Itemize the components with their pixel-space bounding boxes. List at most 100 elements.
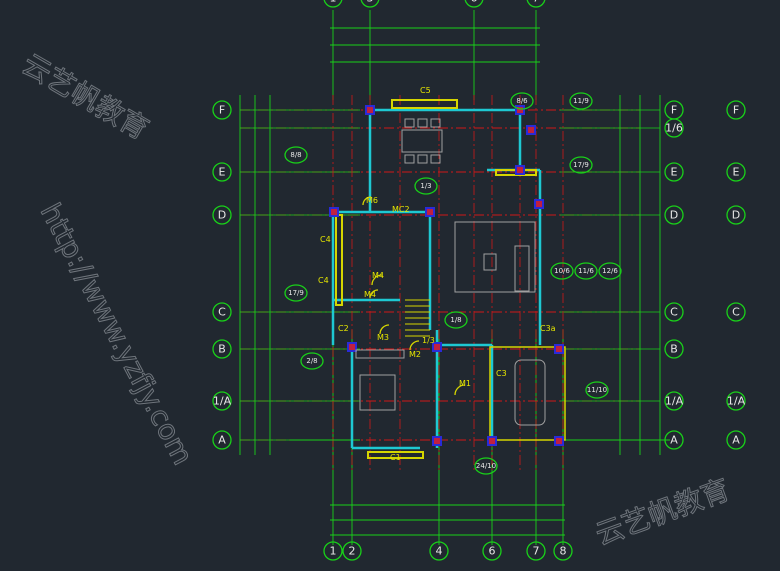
axis-row-left-bubble bbox=[212, 391, 232, 411]
detail-callout bbox=[414, 177, 438, 195]
axis-bottom-bubble bbox=[429, 541, 449, 561]
axis-row-left-label: D bbox=[218, 209, 226, 222]
door-swing bbox=[371, 274, 383, 286]
axis-top-bubble bbox=[464, 0, 484, 8]
dining-chair bbox=[417, 118, 428, 128]
detail-callout-label: 2/8 bbox=[306, 357, 317, 365]
opening-label-M4: M4 bbox=[372, 271, 384, 280]
detail-callout-label: 8/6 bbox=[516, 97, 528, 105]
axis-row-far-right-bubble bbox=[726, 302, 746, 322]
detail-callout bbox=[574, 262, 598, 280]
living-area-outline bbox=[454, 221, 536, 293]
axis-row-far-right-bubble bbox=[726, 162, 746, 182]
axis-row-left-bubble bbox=[212, 205, 232, 225]
window bbox=[391, 99, 458, 109]
opening-label-M6: M6 bbox=[366, 196, 378, 205]
axis-row-right-label: F bbox=[671, 104, 677, 117]
axis-row-right-label: 1/6 bbox=[665, 122, 683, 135]
structural-column bbox=[425, 207, 435, 217]
dining-chair bbox=[430, 154, 441, 164]
axis-row-left-bubble bbox=[212, 100, 232, 120]
axis-row-right-label: E bbox=[671, 166, 678, 179]
structural-column bbox=[515, 165, 525, 175]
axis-row-right-label: 1/A bbox=[665, 395, 684, 408]
axis-row-right-bubble bbox=[664, 205, 684, 225]
axis-row-left-label: C bbox=[218, 306, 226, 319]
axis-top-label: 7 bbox=[533, 0, 540, 5]
detail-callout-label: 17/9 bbox=[288, 289, 304, 297]
opening-label-C3a: C3a bbox=[540, 324, 556, 333]
opening-label-C2: C2 bbox=[338, 324, 349, 333]
axis-row-far-right-label: 1/A bbox=[727, 395, 746, 408]
axis-row-right-label: D bbox=[670, 209, 678, 222]
axis-bottom-label: 1 bbox=[330, 545, 337, 558]
dining-table bbox=[401, 129, 443, 153]
garage-outline bbox=[489, 346, 566, 441]
detail-callout bbox=[585, 381, 609, 399]
coffee-table bbox=[483, 253, 497, 271]
opening-label-C3: C3 bbox=[496, 369, 507, 378]
detail-callout-label: 1/8 bbox=[450, 316, 461, 324]
dining-chair bbox=[404, 154, 415, 164]
axis-row-right-label: A bbox=[670, 434, 678, 447]
axis-top-label: 3 bbox=[367, 0, 374, 5]
axis-row-far-right-label: D bbox=[732, 209, 740, 222]
dining-chair bbox=[404, 118, 415, 128]
structural-column bbox=[432, 436, 442, 446]
detail-callout bbox=[569, 92, 593, 110]
axis-row-left-label: F bbox=[219, 104, 225, 117]
axis-row-far-right-bubble bbox=[726, 391, 746, 411]
detail-callout-label: 17/9 bbox=[573, 161, 589, 169]
axis-row-right-bubble bbox=[664, 302, 684, 322]
axis-row-right-bubble bbox=[664, 162, 684, 182]
window bbox=[335, 214, 343, 306]
detail-callout bbox=[284, 146, 308, 164]
watermark-brand: 云艺帆教育 bbox=[17, 47, 155, 146]
axis-row-far-right-bubble bbox=[726, 430, 746, 450]
detail-callout bbox=[284, 284, 308, 302]
opening-label-1/3: 1/3 bbox=[422, 336, 435, 345]
axis-top-bubble bbox=[360, 0, 380, 8]
detail-callout-label: 8/8 bbox=[290, 151, 301, 159]
detail-callout bbox=[444, 311, 468, 329]
detail-callout bbox=[474, 457, 498, 475]
detail-callout-label: 11/6 bbox=[578, 267, 594, 275]
axis-row-far-right-label: A bbox=[732, 434, 740, 447]
structural-column bbox=[554, 344, 564, 354]
axis-bottom-label: 6 bbox=[489, 545, 496, 558]
detail-callout bbox=[300, 352, 324, 370]
door-swing bbox=[409, 340, 420, 351]
axis-top-label: 1 bbox=[330, 0, 337, 5]
detail-callout-label: 12/6 bbox=[602, 267, 618, 275]
axis-top-label: 6 bbox=[471, 0, 478, 5]
axis-bottom-bubble bbox=[342, 541, 362, 561]
detail-callout bbox=[550, 262, 574, 280]
structural-column bbox=[432, 342, 442, 352]
axis-bottom-bubble bbox=[553, 541, 573, 561]
axis-row-left-bubble bbox=[212, 339, 232, 359]
structural-column bbox=[487, 436, 497, 446]
sofa bbox=[514, 245, 530, 292]
door-swing bbox=[369, 289, 379, 299]
axis-top-bubble bbox=[526, 0, 546, 8]
detail-callout bbox=[510, 92, 534, 110]
axis-row-right-label: B bbox=[670, 343, 678, 356]
axis-row-left-bubble bbox=[212, 162, 232, 182]
opening-label-MC2: MC2 bbox=[392, 205, 410, 214]
axis-bottom-label: 7 bbox=[533, 545, 540, 558]
watermark-url: http://www.yzfjy.com bbox=[34, 198, 200, 470]
detail-callout-label: 10/6 bbox=[554, 267, 570, 275]
axis-row-right-bubble bbox=[664, 118, 684, 138]
axis-row-left-label: A bbox=[218, 434, 226, 447]
structural-column bbox=[526, 125, 536, 135]
axis-row-left-bubble bbox=[212, 430, 232, 450]
axis-row-far-right-label: E bbox=[733, 166, 740, 179]
bed bbox=[359, 374, 396, 411]
axis-row-far-right-bubble bbox=[726, 205, 746, 225]
axis-row-left-label: B bbox=[218, 343, 226, 356]
axis-bottom-bubble bbox=[323, 541, 343, 561]
opening-label-C4: C4 bbox=[320, 235, 331, 244]
axis-row-left-label: 1/A bbox=[213, 395, 232, 408]
